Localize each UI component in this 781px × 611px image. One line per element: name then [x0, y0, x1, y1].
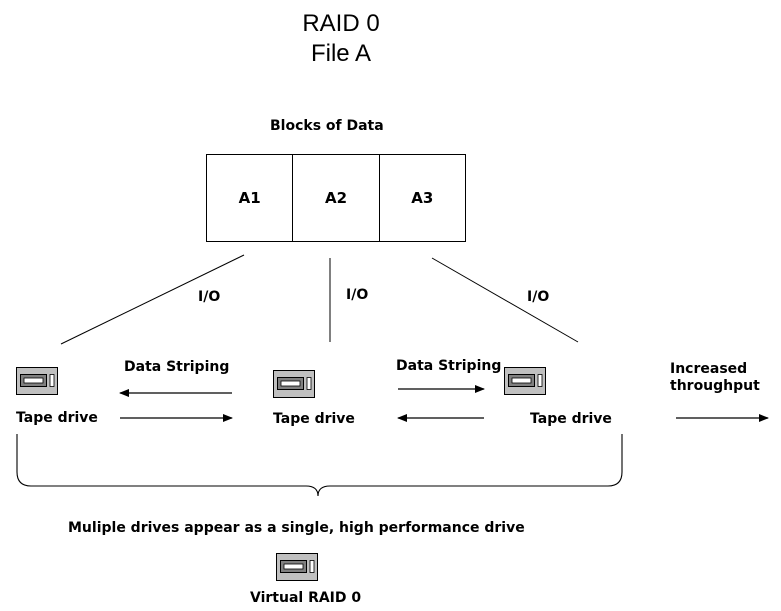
diagram-title-line2: File A: [310, 40, 372, 67]
tape-drive-icon: [276, 553, 318, 581]
striping-label-right: Data Striping: [396, 358, 502, 374]
diagram-title-line1: RAID 0: [302, 10, 380, 37]
tape-drive-icon: [273, 370, 315, 398]
data-blocks: A1 A2 A3: [206, 154, 466, 242]
drive-label-2: Tape drive: [273, 411, 355, 427]
virtual-raid-label: Virtual RAID 0: [250, 590, 362, 606]
io-label-middle: I/O: [346, 287, 369, 303]
io-line-left: [60, 254, 245, 345]
block-a1: A1: [238, 189, 261, 207]
drive-label-1: Tape drive: [16, 410, 98, 426]
grouping-brace: [16, 434, 623, 497]
throughput-label-line1: Increased: [670, 361, 748, 377]
tape-drive-icon: [16, 367, 58, 395]
block-a2: A2: [292, 155, 378, 241]
multi-drive-caption: Muliple drives appear as a single, high …: [68, 520, 525, 536]
throughput-label-line2: throughput: [670, 378, 760, 394]
tape-drive-icon: [504, 367, 546, 395]
blocks-label: Blocks of Data: [270, 118, 384, 134]
drive-label-3: Tape drive: [530, 411, 612, 427]
io-label-right: I/O: [527, 289, 550, 305]
striping-label-left: Data Striping: [124, 359, 230, 375]
io-line-right: [431, 257, 579, 343]
block-a3: A3: [378, 155, 465, 241]
io-label-left: I/O: [198, 289, 221, 305]
